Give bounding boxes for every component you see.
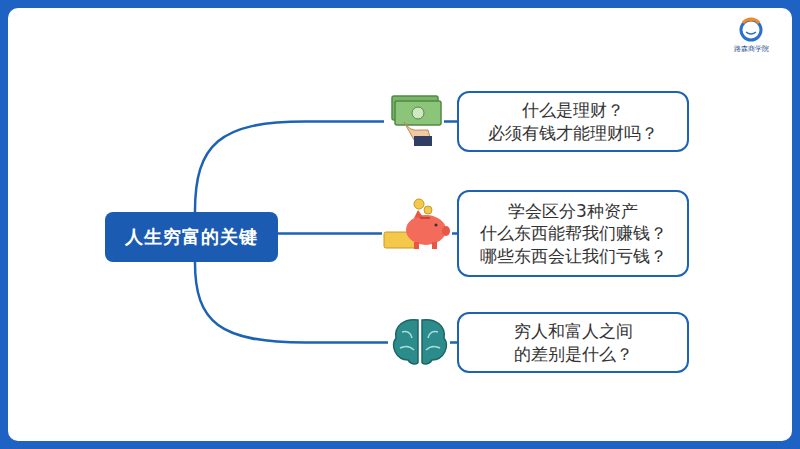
money-hand-icon bbox=[384, 92, 444, 148]
question-box: 学会区分3种资产 什么东西能帮我们赚钱？ 哪些东西会让我们亏钱？ bbox=[457, 190, 689, 277]
question-box: 什么是理财？ 必须有钱才能理财吗？ bbox=[457, 91, 689, 152]
brain-icon bbox=[388, 312, 450, 372]
root-box: 人生穷富的关键 bbox=[105, 212, 278, 262]
logo-icon bbox=[741, 18, 761, 40]
logo-text: 路森商学院 bbox=[734, 44, 769, 54]
node-text: 什么是理财？ 必须有钱才能理财吗？ bbox=[473, 99, 673, 143]
node-text: 穷人和富人之间 的差别是什么？ bbox=[473, 320, 673, 364]
node-text: 学会区分3种资产 什么东西能帮我们赚钱？ 哪些东西会让我们亏钱？ bbox=[473, 200, 673, 266]
question-box: 穷人和富人之间 的差别是什么？ bbox=[457, 312, 689, 373]
piggy-bank-icon bbox=[382, 196, 452, 256]
node-text: 人生穷富的关键 bbox=[125, 225, 258, 249]
